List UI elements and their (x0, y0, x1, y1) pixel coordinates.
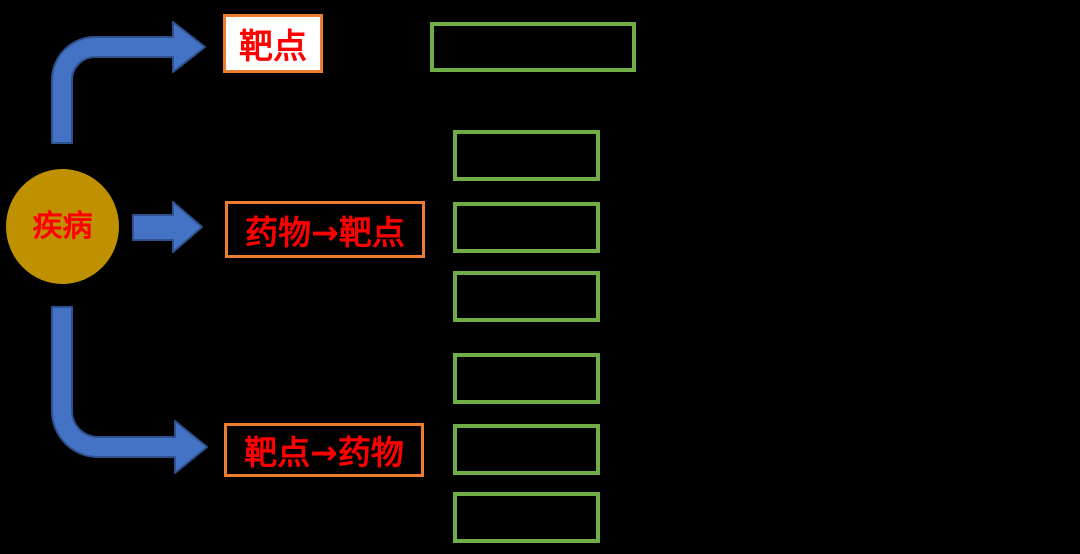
branch-box-drug-to-target-label: 药物→靶点 (245, 212, 405, 252)
result-box-middle-3 (453, 271, 600, 322)
curved-arrow-up-icon (51, 21, 206, 144)
result-box-bottom-2 (453, 424, 600, 475)
result-box-bottom-1 (453, 353, 600, 404)
result-box-middle-2 (453, 202, 600, 253)
connector-arrows (51, 21, 208, 474)
branch-box-target-label: 靶点 (239, 27, 307, 67)
disease-node: 疾病 (6, 169, 119, 284)
result-box-bottom-3 (453, 492, 600, 543)
result-box-top (430, 22, 636, 72)
straight-arrow-icon (132, 201, 203, 253)
result-box-middle-1 (453, 130, 600, 181)
branch-box-target-to-drug-label: 靶点→药物 (244, 433, 404, 472)
disease-node-label: 疾病 (32, 208, 93, 244)
branch-box-target-to-drug: 靶点→药物 (224, 423, 424, 477)
branch-box-drug-to-target: 药物→靶点 (225, 201, 425, 258)
branch-box-target: 靶点 (223, 14, 323, 73)
curved-arrow-down-icon (51, 306, 208, 474)
